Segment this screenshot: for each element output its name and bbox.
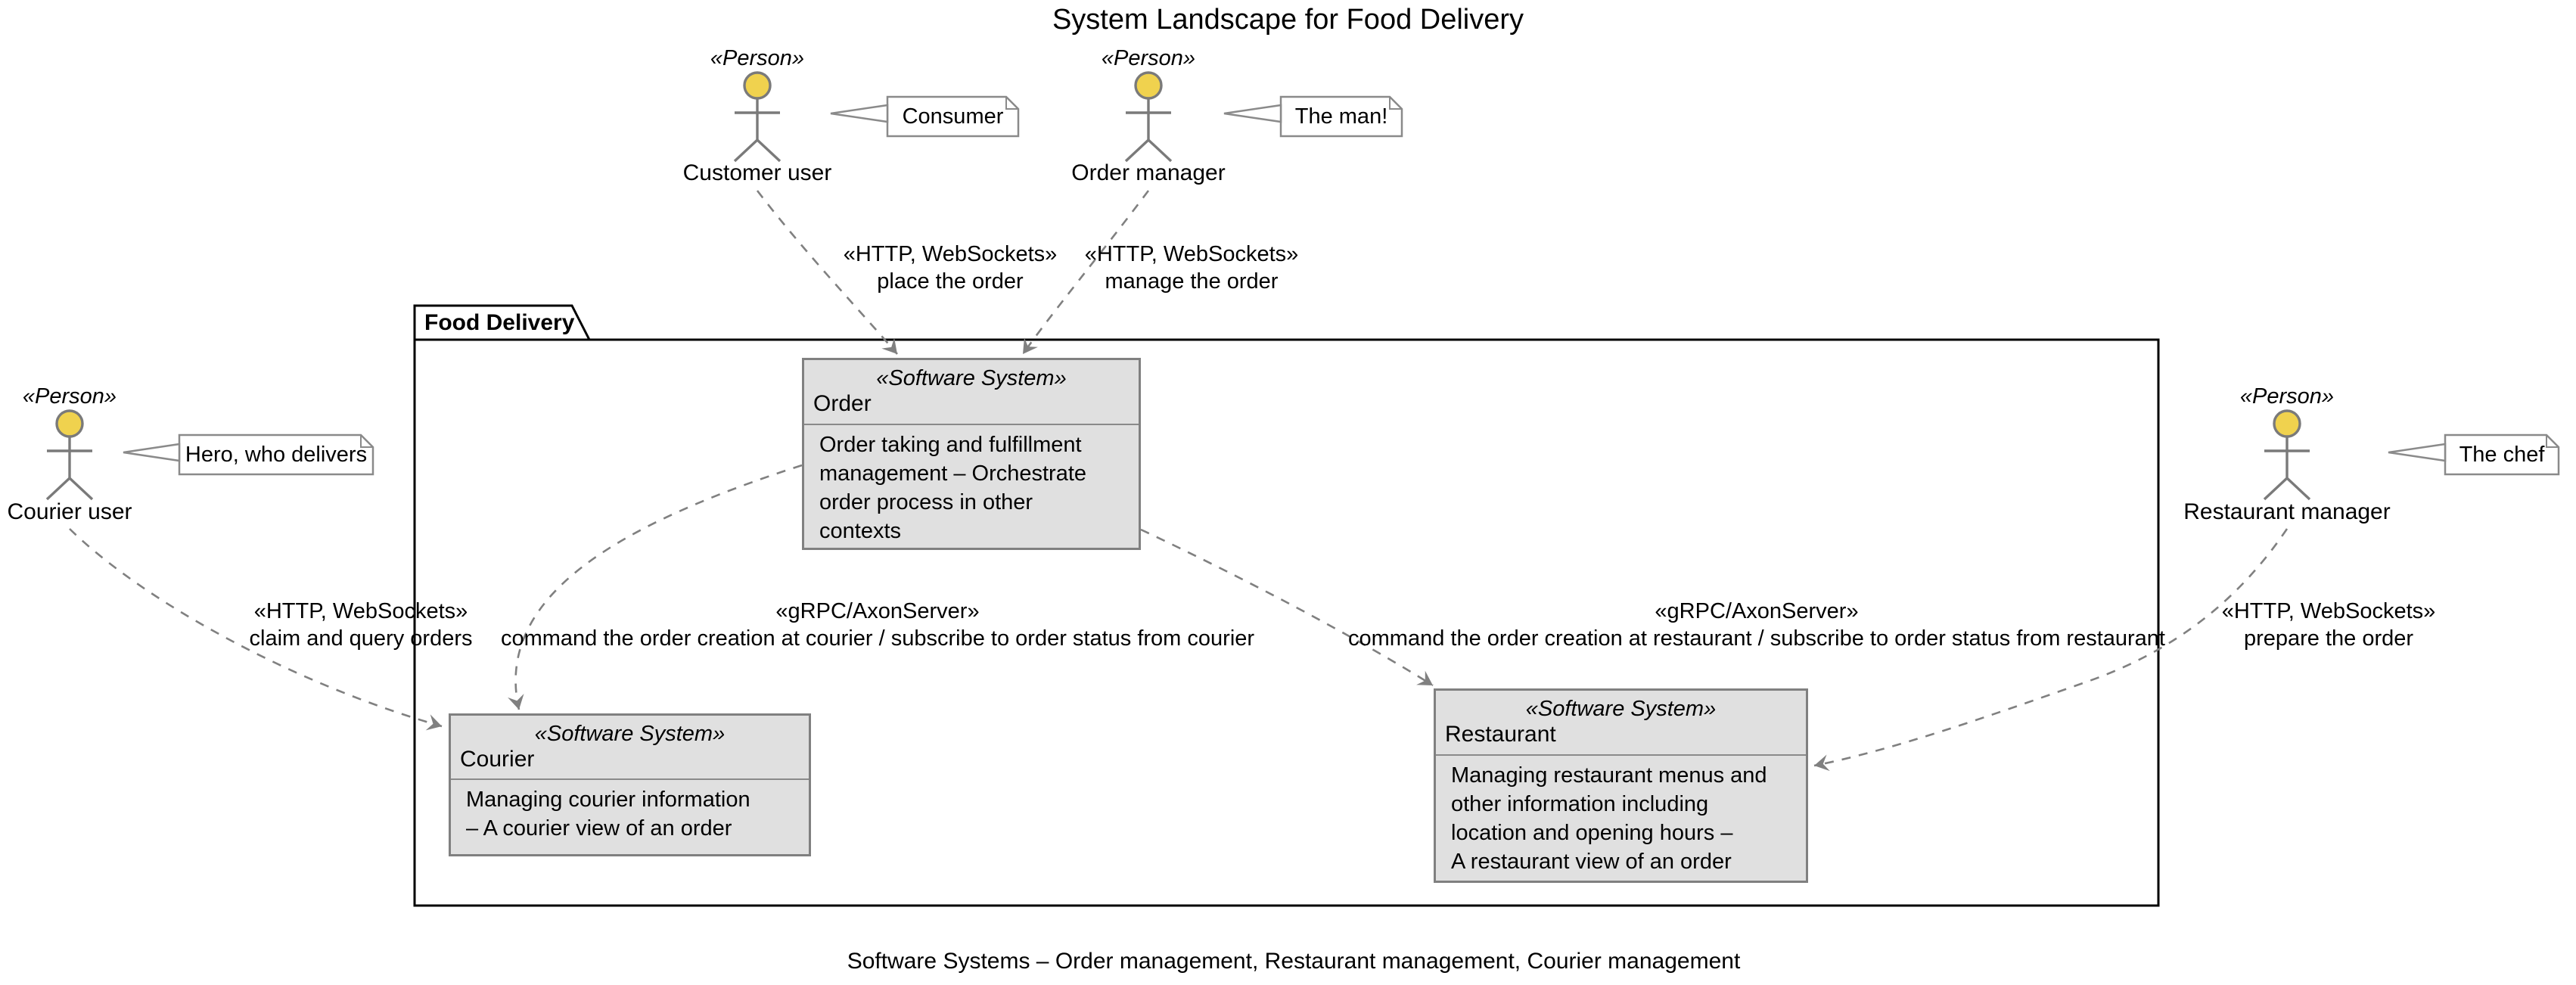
system-box-header: «Software System» Order [804, 360, 1139, 425]
note-hero [123, 433, 374, 476]
description-line: Managing courier information [466, 788, 750, 812]
system-box-courier: «Software System» Courier Managing couri… [449, 713, 811, 856]
system-box-restaurant: «Software System» Restaurant Managing re… [1434, 688, 1808, 883]
actor-stereotype: «Person» [22, 384, 117, 409]
system-box-header: «Software System» Courier [451, 716, 809, 780]
relation-stereotype: «HTTP, WebSockets» [843, 242, 1058, 266]
system-box-order: «Software System» Order Order taking and… [802, 358, 1141, 550]
relation-text: place the order [877, 269, 1024, 294]
system-description: Managing courier information – A courier… [451, 780, 809, 843]
connector-courier-user-to-courier [69, 528, 443, 731]
system-name-courier: Courier [460, 747, 535, 772]
diagram-title: System Landscape for Food Delivery [1052, 4, 1524, 36]
relation-label-place-order: «HTTP, WebSockets» place the order [844, 241, 1058, 295]
frame-name-tab [413, 304, 592, 341]
system-stereotype: «Software System» [876, 366, 1067, 390]
note-pointer [123, 443, 181, 462]
person-head-icon [55, 409, 84, 438]
system-name-restaurant: Restaurant [1445, 722, 1556, 747]
system-description: Order taking and fulfillment management … [804, 425, 1139, 545]
actor-figure-order-manager [1124, 71, 1173, 163]
person-head-icon [2273, 409, 2301, 438]
relation-text: command the order creation at restaurant… [1348, 626, 2165, 651]
actor-name-order-manager: Order manager [1071, 160, 1226, 185]
description-line: Managing restaurant menus and [1451, 763, 1767, 788]
actor-stereotype: «Person» [1101, 46, 1196, 70]
note-text-hero: Hero, who delivers [185, 443, 368, 467]
description-line: other information including [1451, 792, 1709, 816]
system-box-header: «Software System» Restaurant [1436, 691, 1806, 756]
description-line: order process in other [819, 490, 1033, 514]
relation-label-manage-order: «HTTP, WebSockets» manage the order [1085, 241, 1299, 295]
description-line: contexts [819, 519, 901, 543]
food-delivery-frame [413, 304, 2160, 907]
note-pointer [2388, 443, 2447, 462]
diagram-caption: Software Systems – Order management, Res… [847, 949, 1741, 974]
actor-figure-courier-user [45, 409, 94, 501]
note-pointer [830, 104, 889, 123]
system-description: Managing restaurant menus and other info… [1436, 756, 1806, 876]
actor-figure-customer-user [733, 71, 782, 163]
relation-label-claim-orders: «HTTP, WebSockets» claim and query order… [250, 598, 473, 652]
relation-label-prepare-order: «HTTP, WebSockets» prepare the order [2222, 598, 2436, 652]
note-the-chef [2388, 433, 2560, 476]
description-line: management – Orchestrate [819, 461, 1087, 486]
actor-stereotype: «Person» [710, 46, 805, 70]
note-consumer [830, 95, 1020, 138]
frame-border [413, 338, 2160, 907]
description-line: A restaurant view of an order [1451, 850, 1732, 874]
connector-customer-to-order [756, 190, 898, 355]
connector-order-to-courier [508, 464, 803, 710]
system-name-order: Order [813, 391, 872, 416]
relation-stereotype: «HTTP, WebSockets» [253, 599, 468, 623]
person-head-icon [743, 71, 772, 100]
relation-text: claim and query orders [249, 626, 473, 651]
relation-stereotype: «gRPC/AxonServer» [1655, 599, 1859, 623]
note-the-man [1223, 95, 1403, 138]
actor-figure-restaurant-manager [2263, 409, 2311, 501]
note-text-the-man: The man! [1294, 104, 1388, 129]
description-line: – A courier view of an order [466, 816, 732, 841]
relation-text: prepare the order [2243, 626, 2414, 651]
note-text-consumer: Consumer [902, 104, 1004, 129]
actor-name-restaurant-manager: Restaurant manager [2183, 499, 2391, 524]
frame-label: Food Delivery [424, 310, 575, 335]
description-line: Order taking and fulfillment [819, 433, 1082, 457]
connector-order-manager-to-order [1021, 190, 1150, 355]
relation-text: manage the order [1105, 269, 1279, 294]
actor-name-customer-user: Customer user [682, 160, 832, 185]
actor-stereotype: «Person» [2239, 384, 2335, 409]
note-pointer [1223, 104, 1282, 123]
relation-stereotype: «HTTP, WebSockets» [1084, 242, 1299, 266]
relation-label-order-restaurant: «gRPC/AxonServer» command the order crea… [1348, 598, 2165, 652]
relation-stereotype: «HTTP, WebSockets» [2221, 599, 2436, 623]
person-head-icon [1134, 71, 1163, 100]
system-stereotype: «Software System» [1525, 697, 1717, 721]
note-text-the-chef: The chef [2459, 443, 2545, 467]
relation-stereotype: «gRPC/AxonServer» [775, 599, 980, 623]
description-line: location and opening hours – [1451, 821, 1733, 845]
relation-text: command the order creation at courier / … [500, 626, 1255, 651]
system-stereotype: «Software System» [534, 722, 726, 746]
actor-name-courier-user: Courier user [7, 499, 132, 524]
relation-label-order-courier: «gRPC/AxonServer» command the order crea… [501, 598, 1254, 652]
